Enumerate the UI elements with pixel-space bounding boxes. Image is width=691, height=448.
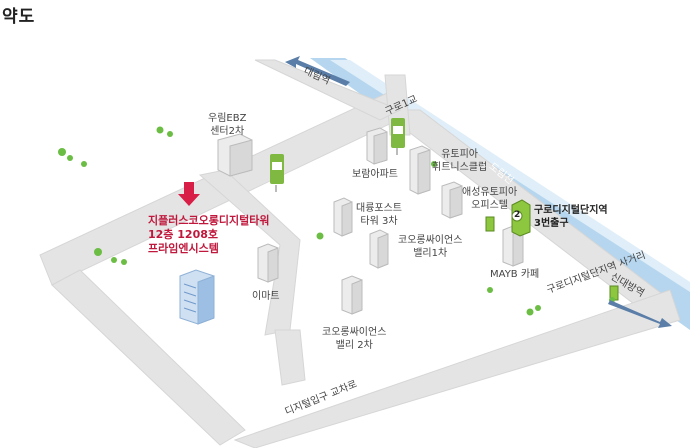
building-daeryung [333,197,353,237]
label-kolon2: 코오롱싸이언스 밸리 2차 [322,327,387,351]
building-woorim [217,133,253,177]
building-kolon2 [341,275,363,315]
target-label: 지플러스코오롱디지털타워 12층 1208호 프라임엔시스템 [148,214,270,255]
map-title: 약도 [2,7,36,27]
road-mid-connector [274,329,306,386]
label-woorim: 우림EBZ 센터2차 [208,113,247,137]
station-exit [511,199,531,237]
arrow-sindaebang [608,300,672,328]
building-kolon1 [369,229,389,269]
label-boram: 보람아파트 [352,169,398,180]
label-station: 구로디지털단지역 3번출구 [534,205,608,229]
label-aesung: 애성유토피아 오피스텔 [462,187,518,211]
building-utopia [409,145,431,195]
green-sign-1 [485,216,495,232]
building-boram [366,127,388,165]
arrow-daerim [285,56,350,86]
road-left [51,269,246,446]
label-daeryung: 대륭포스트 타워 3차 [356,203,402,227]
label-emart: 이마트 [252,291,280,302]
building-target [179,269,215,325]
label-kolon1: 코오롱싸이언스 밸리1차 [398,235,463,259]
building-emart [257,243,279,283]
bus-sign-2 [391,118,405,155]
bus-sign-1 [270,154,284,192]
label-utopia: 유토피아 휘트니스클럽 [432,149,488,173]
building-aesung [441,181,463,219]
road-daerim [254,59,402,121]
label-mayb: MAYB 카페 [490,269,540,280]
target-marker [178,182,200,206]
road-bottom [233,289,681,448]
trees [58,126,615,316]
station-exit-number: 2 [514,210,521,220]
